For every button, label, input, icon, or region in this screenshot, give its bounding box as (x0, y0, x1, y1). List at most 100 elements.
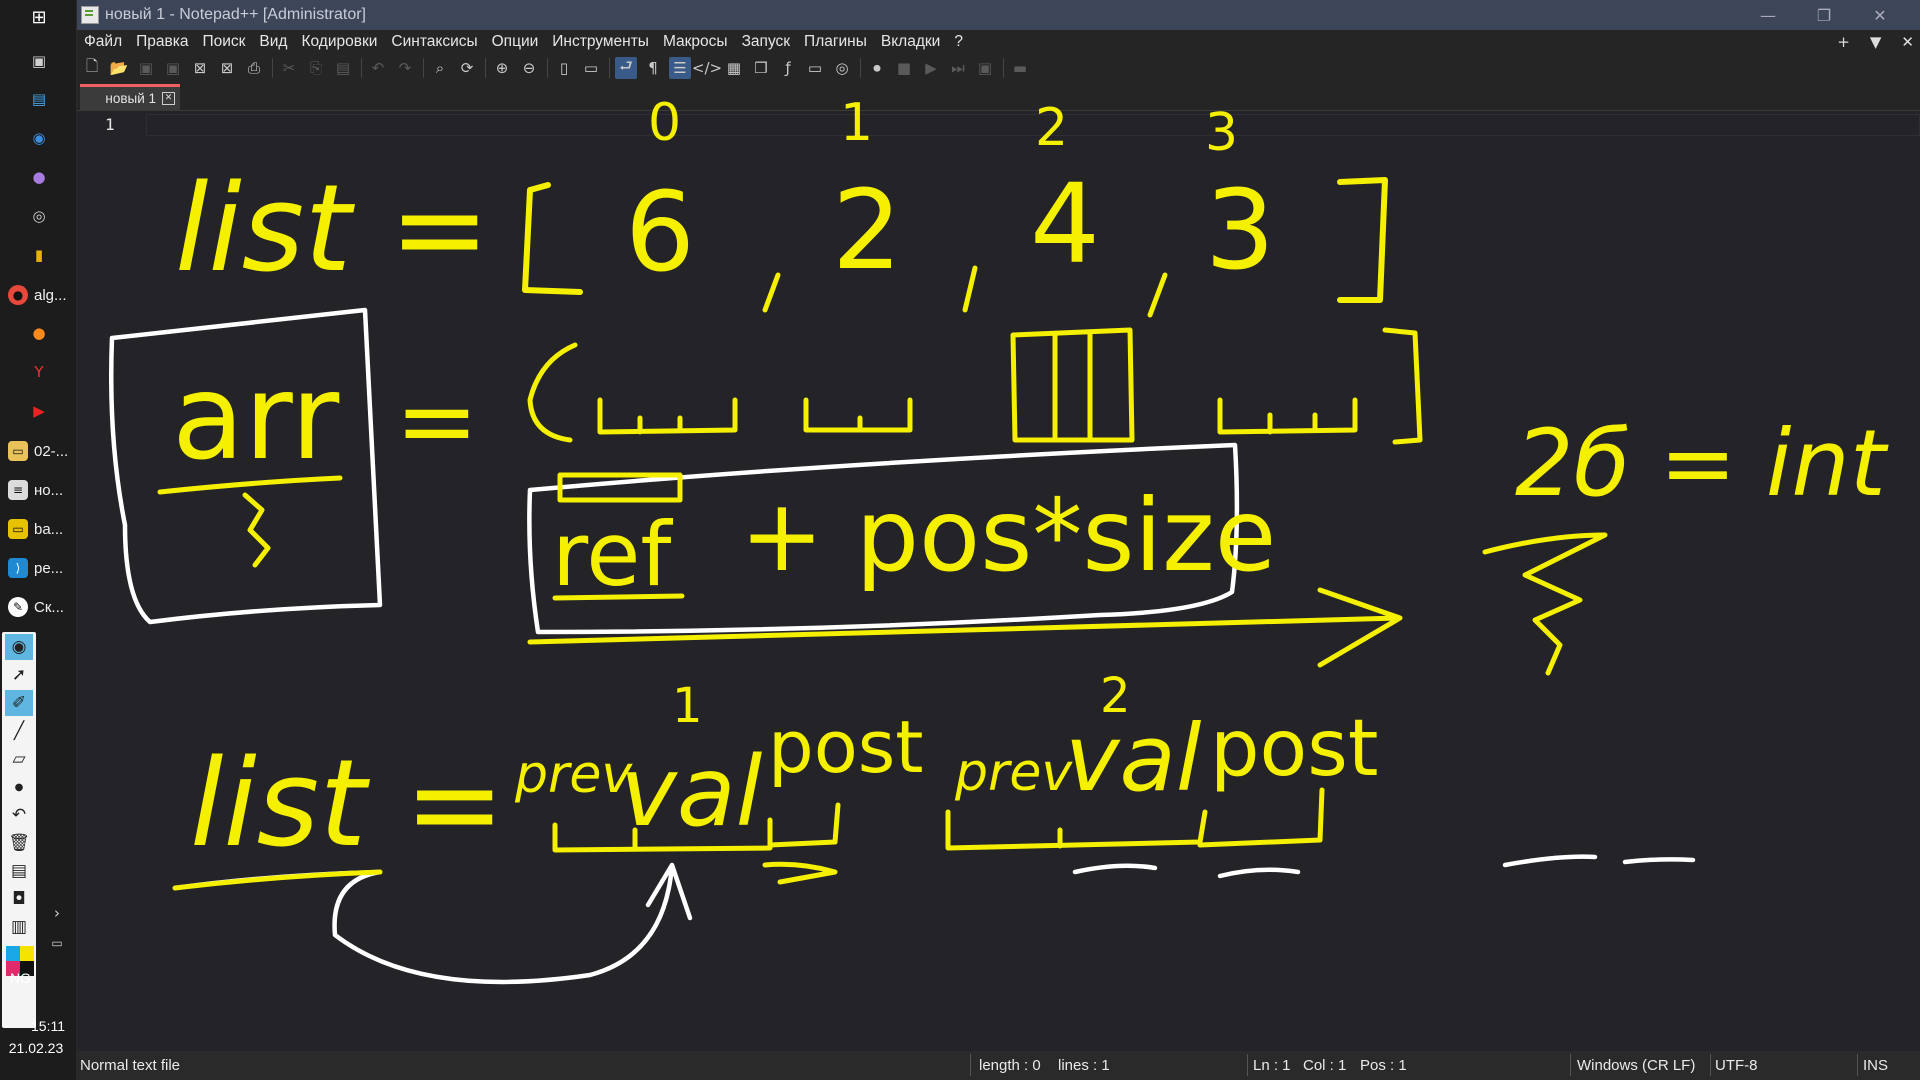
menu-tools[interactable]: Инструменты (552, 33, 649, 50)
github-icon[interactable]: ● (32, 168, 46, 186)
menu-view[interactable]: Вид (259, 33, 288, 50)
paste-icon[interactable]: ▤ (335, 59, 351, 77)
print-icon[interactable]: ⎙ (247, 59, 260, 77)
restore-button[interactable]: ❐ (1816, 5, 1832, 25)
taskbar-app-pen[interactable]: ✎ Ск... (8, 592, 74, 622)
yandex-browser-icon[interactable]: Y (34, 363, 44, 381)
line-tool-icon[interactable]: ╱ (13, 721, 25, 741)
new-tab-button[interactable]: + (1837, 33, 1850, 51)
menu-help[interactable]: ? (954, 33, 963, 50)
close-tab-menu-button[interactable]: ✕ (1901, 33, 1914, 51)
close-icon[interactable]: ✕ (162, 92, 175, 105)
spell-check-icon[interactable]: ▬ (1012, 59, 1028, 77)
menu-run[interactable]: Запуск (741, 33, 791, 50)
taskbar-app-terminal[interactable]: ▭ ba... (8, 514, 74, 544)
toolbar-separator (860, 58, 861, 78)
tray-language[interactable]: NG (10, 970, 31, 986)
sync-vertical-icon[interactable]: ▯ (559, 59, 569, 77)
status-eol[interactable]: Windows (CR LF) (1577, 1057, 1696, 1074)
firefox-icon[interactable]: ● (32, 324, 46, 342)
monitoring-icon[interactable]: ◎ (835, 59, 849, 77)
close-all-icon[interactable]: ⊠ (220, 59, 234, 77)
word-wrap-icon[interactable]: ⮐ (615, 57, 637, 79)
record-macro-icon[interactable]: ⏺ (873, 59, 881, 77)
menu-edit[interactable]: Правка (136, 33, 189, 50)
menu-file[interactable]: Файл (84, 33, 123, 50)
zoom-out-icon[interactable]: ⊖ (522, 59, 536, 77)
close-window-button[interactable]: ✕ (1873, 5, 1887, 25)
tray-clock-time[interactable]: 15:11 (31, 1018, 65, 1034)
taskbar-app-label: pe... (34, 559, 64, 577)
menu-plugins[interactable]: Плагины (804, 33, 867, 50)
editor-area[interactable]: 1 (77, 111, 1920, 1051)
taskbar-app-chrome[interactable]: ● alg... (8, 280, 74, 310)
trash-icon[interactable]: 🗑 (8, 833, 30, 853)
undo-icon[interactable]: ↶ (11, 805, 27, 825)
remote-desktop-icon[interactable]: ▤ (31, 90, 47, 108)
undo-icon[interactable]: ↶ (371, 59, 385, 77)
toolbar-separator (423, 58, 424, 78)
save-macro-icon[interactable]: ▣ (977, 59, 993, 77)
folder-as-workspace-icon[interactable]: ▭ (807, 59, 823, 77)
clipboard-icon[interactable]: ▥ (10, 917, 28, 937)
youtube-icon[interactable]: ▶ (33, 402, 45, 420)
taskbar-app-folder[interactable]: ▭ 02-... (8, 436, 74, 466)
menu-search[interactable]: Поиск (202, 33, 246, 50)
eraser-icon[interactable]: ▱ (12, 749, 26, 769)
battery-icon: ▭ (51, 936, 63, 950)
cut-icon[interactable]: ✂ (282, 59, 296, 77)
camera-app-icon[interactable]: ◎ (32, 207, 46, 225)
show-all-chars-icon[interactable]: ¶ (648, 59, 658, 77)
status-encoding[interactable]: UTF-8 (1715, 1057, 1758, 1074)
image-viewer-icon[interactable]: ▣ (31, 52, 47, 70)
status-bar: Normal text file length : 0 lines : 1 Ln… (77, 1051, 1920, 1080)
tab-new-1[interactable]: новый 1 ✕ (80, 84, 180, 110)
menu-window[interactable]: Вкладки (880, 33, 941, 50)
cursor-icon[interactable]: ➚ (11, 665, 27, 685)
status-line: Ln : 1 (1253, 1057, 1291, 1074)
eye-icon[interactable]: ◉ (5, 634, 33, 660)
highlighter-icon[interactable]: ✐ (5, 690, 33, 716)
new-file-icon[interactable]: 🗋 (85, 56, 99, 75)
menu-encoding[interactable]: Кодировки (301, 33, 378, 50)
find-icon[interactable]: ⌕ (435, 59, 445, 77)
copy-icon[interactable]: ⎘ (309, 59, 322, 77)
tray-clock-date[interactable]: 21.02.23 (8, 1040, 64, 1056)
menu-settings[interactable]: Опции (491, 33, 539, 50)
save-icon[interactable]: ▣ (138, 59, 154, 77)
menu-language[interactable]: Синтаксисы (391, 33, 478, 50)
stop-macro-icon[interactable]: ■ (896, 59, 912, 77)
open-file-icon[interactable]: 📂 (109, 59, 129, 77)
redo-icon[interactable]: ↷ (398, 59, 412, 77)
files-icon[interactable]: ▮ (34, 246, 44, 264)
chevron-right-icon[interactable]: › (54, 904, 60, 922)
status-insert-mode[interactable]: INS (1863, 1057, 1889, 1074)
taskbar-app-notepad[interactable]: ≡ но... (8, 475, 74, 505)
replace-icon[interactable]: ⟳ (460, 59, 474, 77)
brush-size-icon[interactable]: ● (14, 781, 24, 793)
menu-macro[interactable]: Макросы (662, 33, 728, 50)
status-column: Col : 1 (1303, 1057, 1347, 1074)
play-macro-icon[interactable]: ▶ (925, 59, 937, 77)
taskbar-app-vscode[interactable]: ⟩ pe... (8, 553, 74, 583)
taskbar-app-label: ba... (34, 520, 64, 538)
document-map-icon[interactable]: ▦ (726, 59, 742, 77)
status-separator (1570, 1054, 1571, 1076)
skype-icon[interactable]: ◉ (32, 129, 46, 147)
color-swatches[interactable] (6, 946, 34, 976)
screenshot-icon[interactable]: ◘ (12, 889, 26, 909)
minimize-button[interactable]: — (1760, 5, 1776, 25)
sync-horizontal-icon[interactable]: ▭ (583, 59, 599, 77)
indent-guide-icon[interactable]: ☰ (669, 57, 691, 79)
run-macro-multiple-icon[interactable]: ⏭ (951, 59, 965, 77)
zoom-in-icon[interactable]: ⊕ (495, 59, 509, 77)
board-icon[interactable]: ▤ (10, 861, 28, 881)
close-file-icon[interactable]: ⊠ (193, 59, 207, 77)
windows-start-icon[interactable]: ⊞ (31, 6, 47, 28)
document-list-icon[interactable]: ❒ (754, 59, 768, 77)
status-length: length : 0 (979, 1057, 1041, 1074)
xml-tags-icon[interactable]: </> (691, 59, 723, 77)
save-all-icon[interactable]: ▣ (165, 59, 181, 77)
tab-list-dropdown[interactable]: ▼ (1869, 33, 1882, 51)
function-list-icon[interactable]: ƒ (785, 59, 791, 77)
